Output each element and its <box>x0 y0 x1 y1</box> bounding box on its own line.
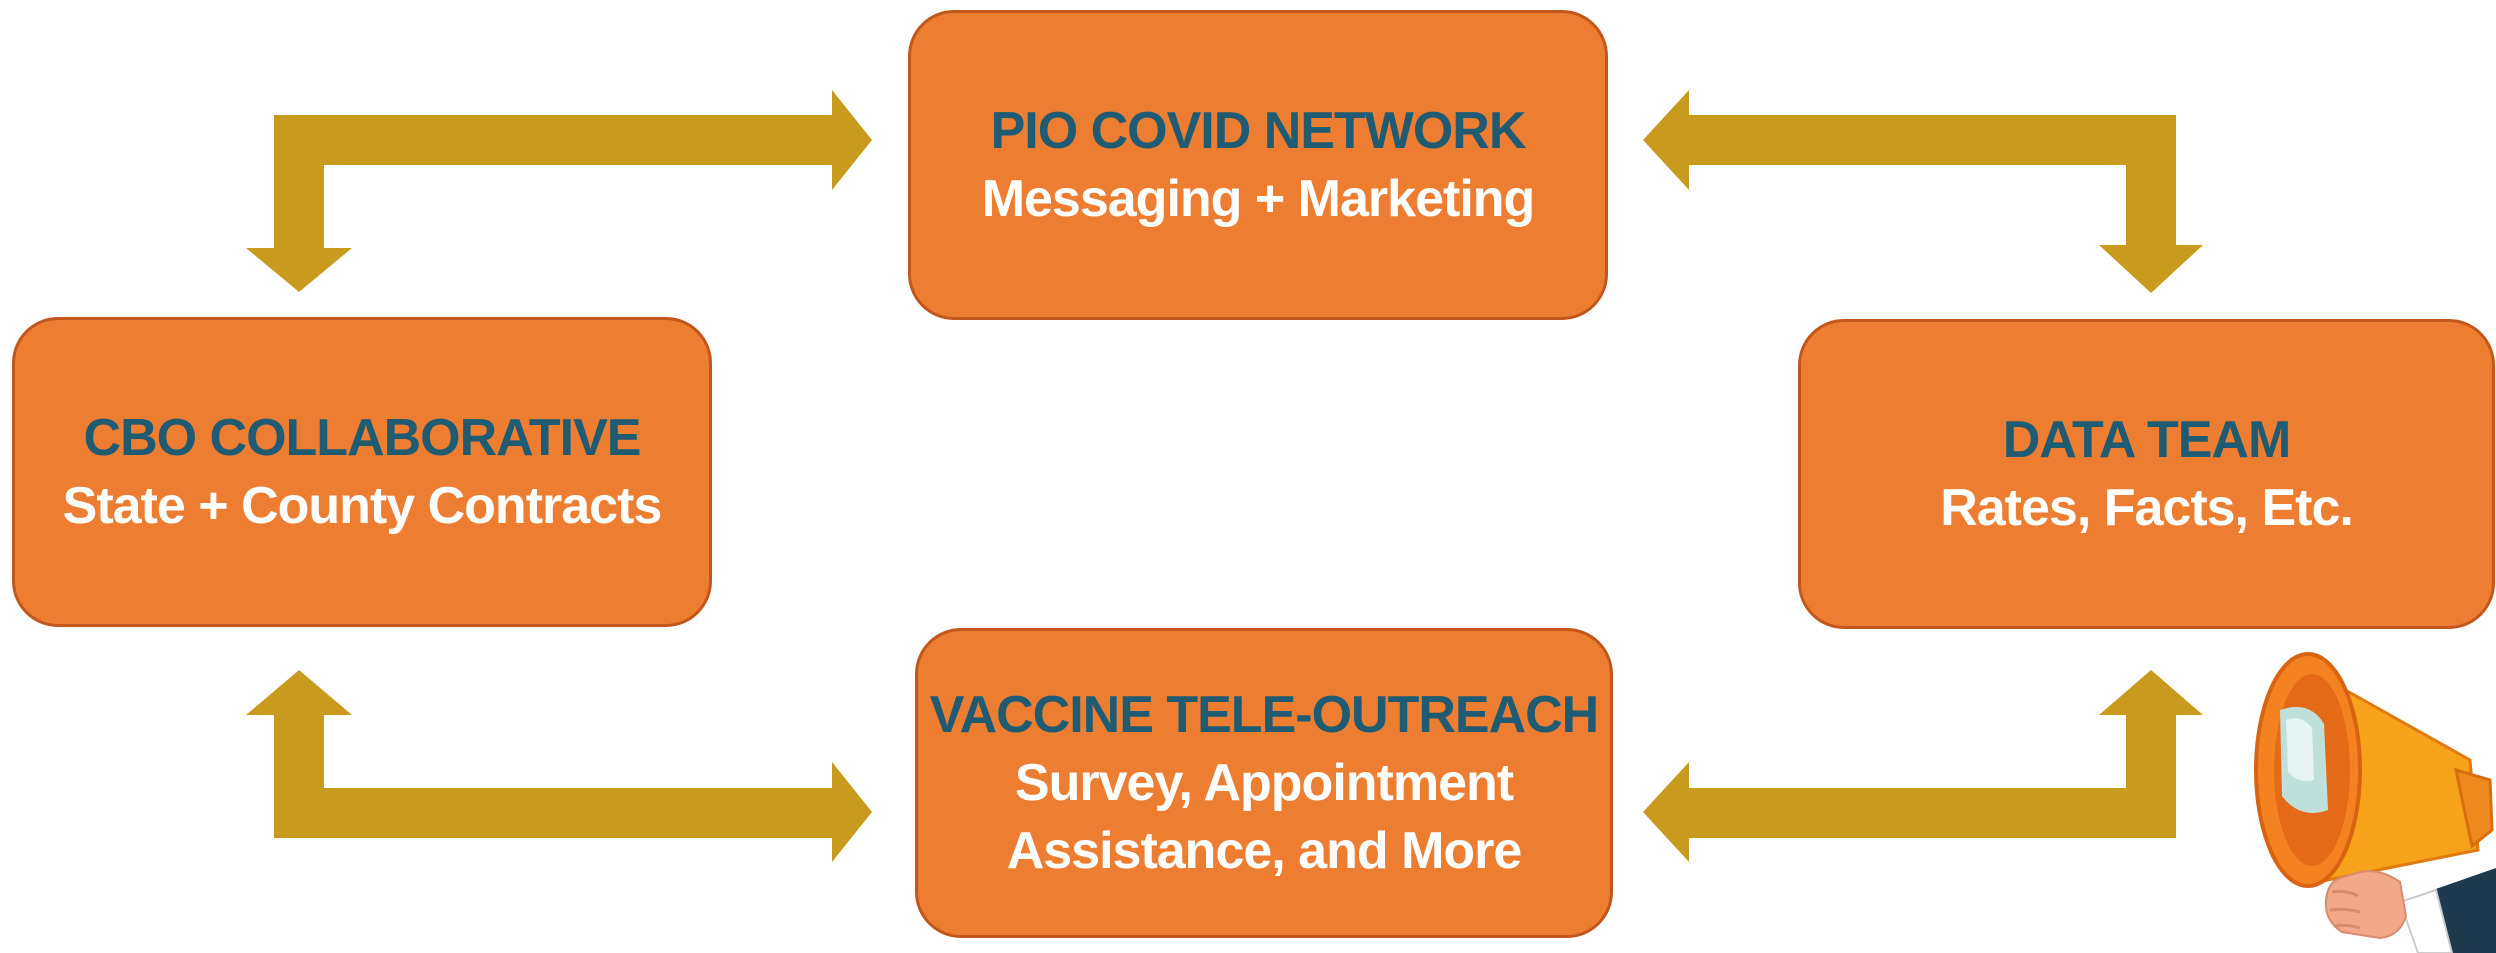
node-title: VACCINE TELE-OUTREACH <box>929 686 1599 744</box>
megaphone-icon <box>2254 652 2496 953</box>
connector-arrow-vax-data <box>1643 670 2203 862</box>
node-title: DATA TEAM <box>2002 411 2292 469</box>
connector-arrow-pio-data <box>1643 90 2203 293</box>
connector-arrow-cbo-pio <box>246 90 872 292</box>
node-subtitle: Messaging + Marketing <box>981 170 1536 228</box>
node-vaccine-tele-outreach: VACCINE TELE-OUTREACH Survey, Appointmen… <box>915 628 1613 938</box>
node-subtitle: State + County Contracts <box>62 477 663 535</box>
connector-arrow-cbo-vax <box>246 670 872 862</box>
node-subtitle: Rates, Facts, Etc. <box>1940 479 2354 537</box>
node-cbo-collaborative: CBO COLLABORATIVE State + County Contrac… <box>12 317 712 627</box>
node-pio-covid-network: PIO COVID NETWORK Messaging + Marketing <box>908 10 1608 320</box>
node-data-team: DATA TEAM Rates, Facts, Etc. <box>1798 319 2495 629</box>
node-title: CBO COLLABORATIVE <box>83 409 642 467</box>
node-title: PIO COVID NETWORK <box>990 102 1527 160</box>
node-subtitle: Survey, Appointment <box>1014 754 1514 812</box>
node-subtitle: Assistance, and More <box>1006 822 1523 880</box>
